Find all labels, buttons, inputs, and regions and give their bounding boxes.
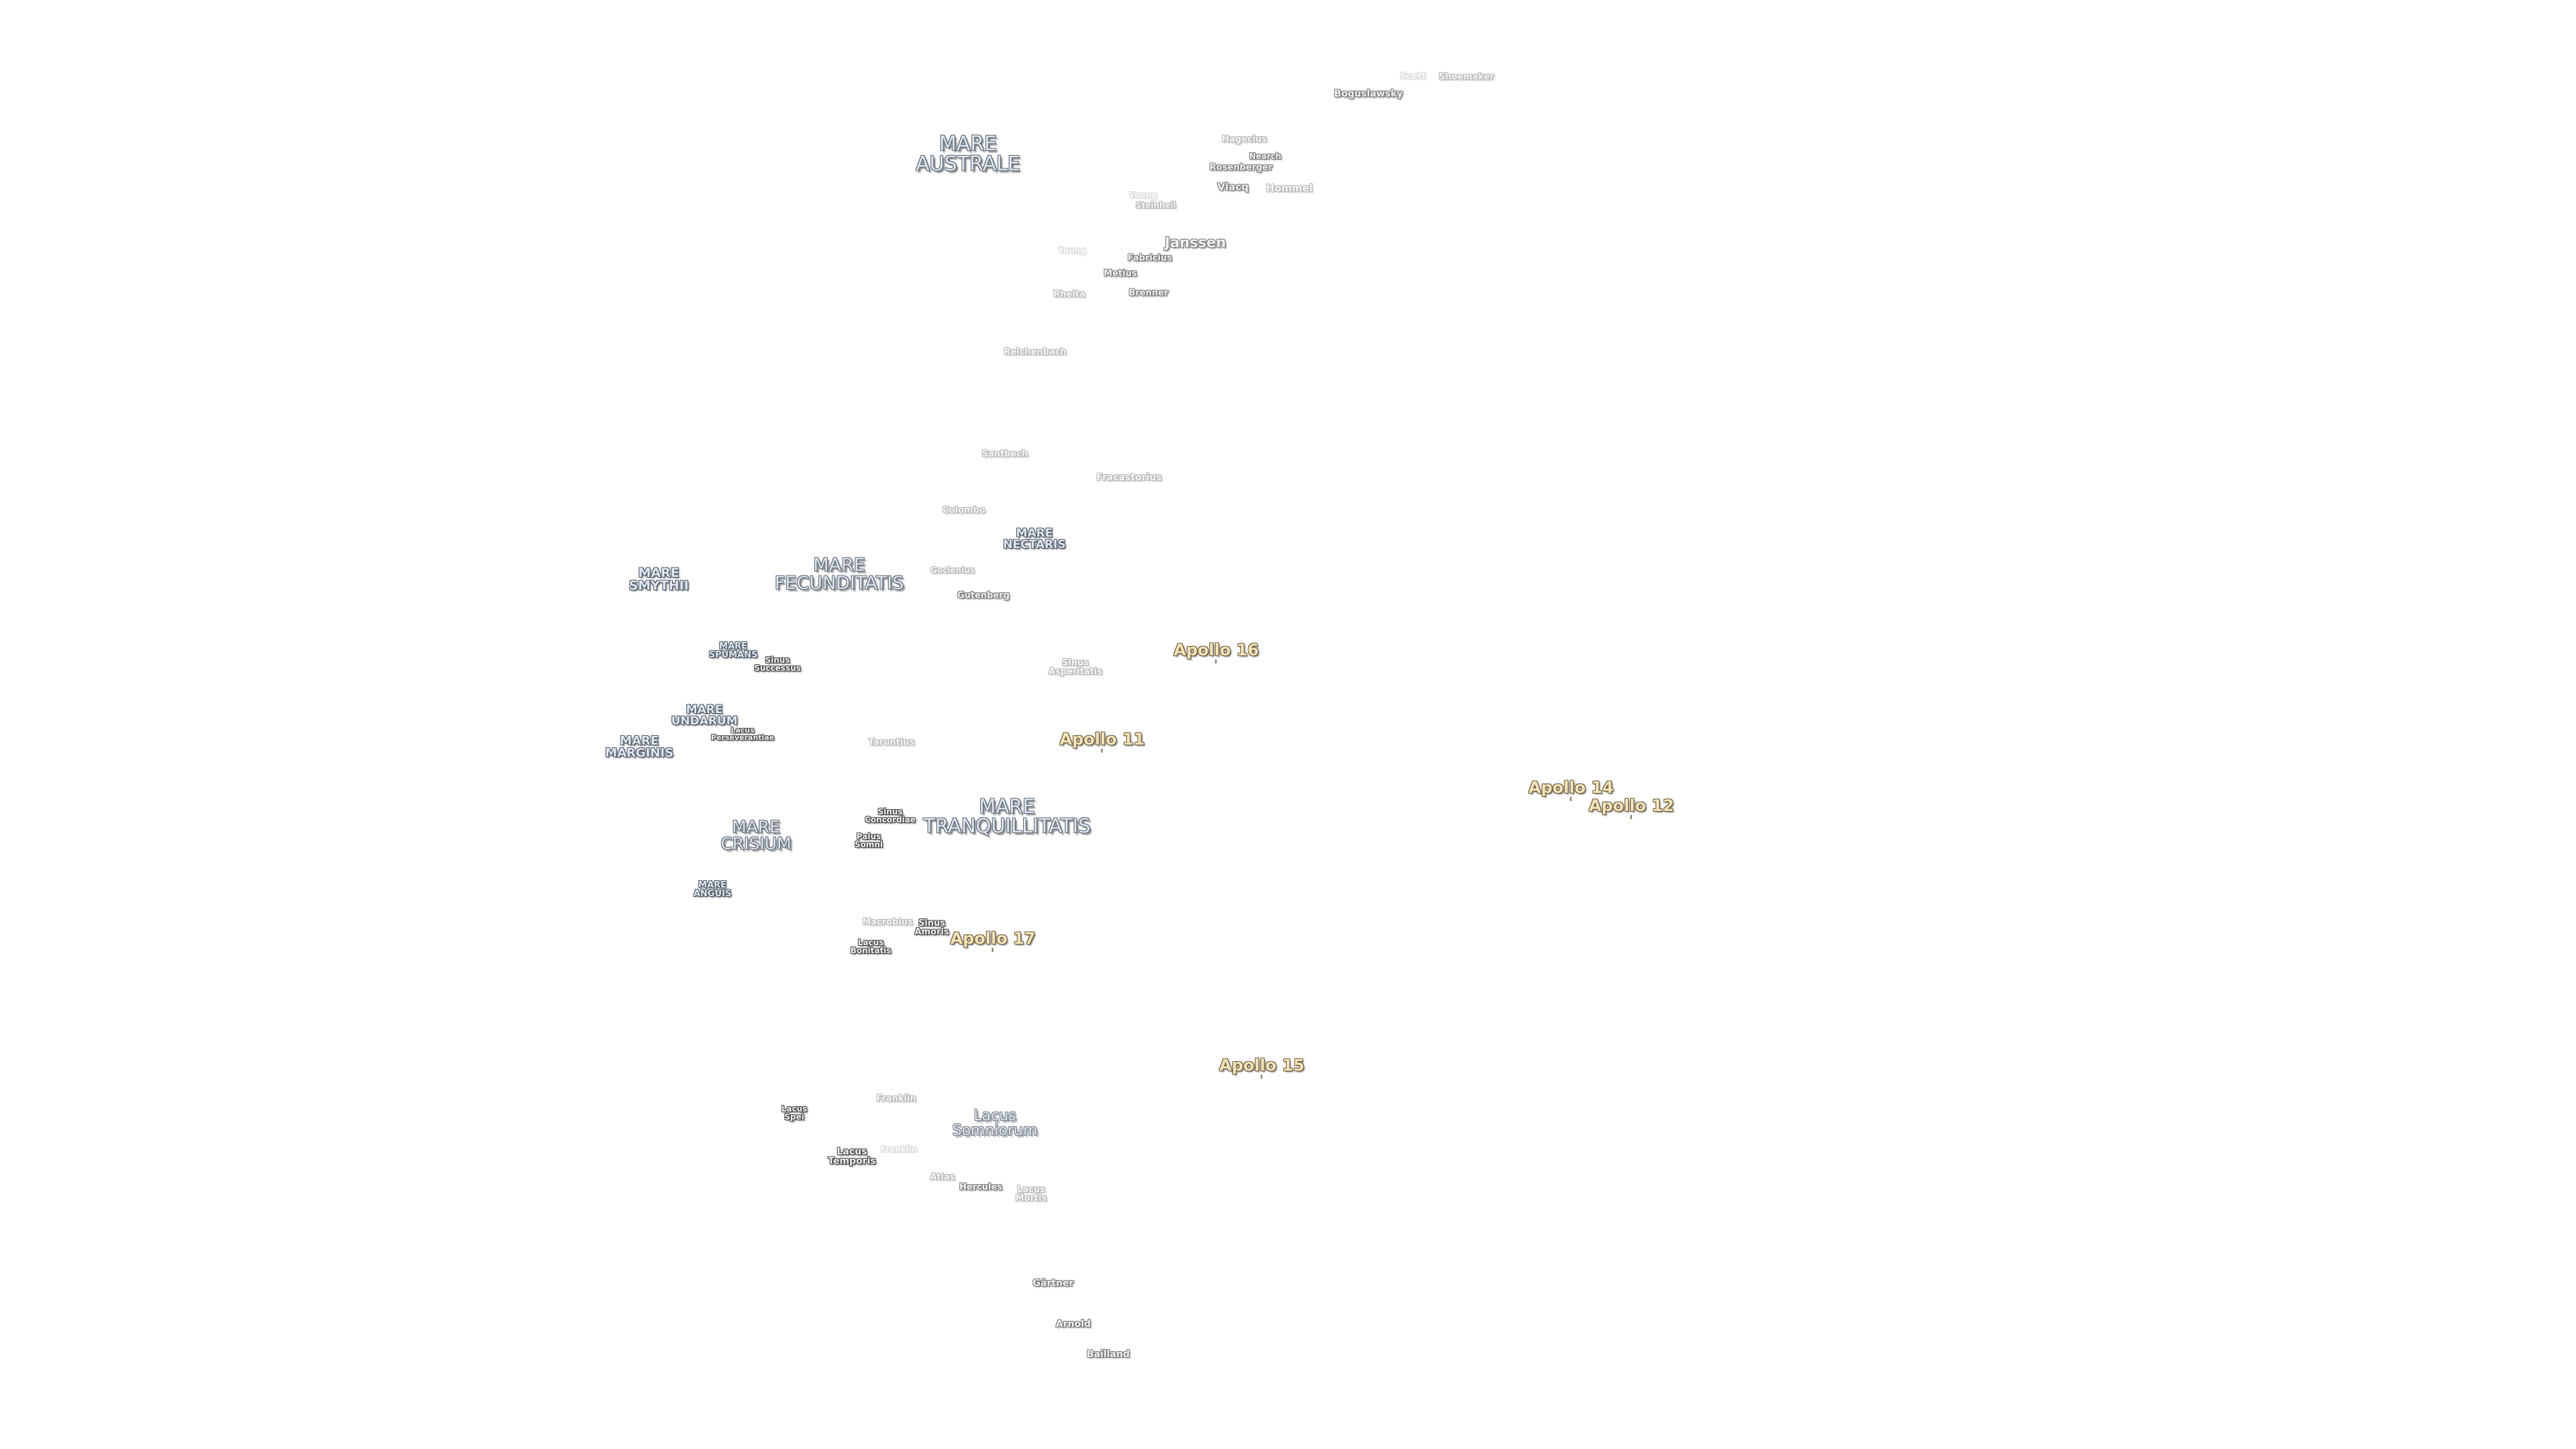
apollo-16-marker[interactable]: Apollo 16: [1173, 641, 1259, 663]
mare-tranquillitatis-label: MARE TRANQUILLITATIS: [923, 795, 1091, 837]
hagecius-label: Hagecius: [1222, 134, 1267, 145]
fabricius-label: Fabricius: [1127, 253, 1173, 264]
apollo-11-tick: [1102, 749, 1103, 753]
mare-nectaris-label: MARE NECTARIS: [1003, 527, 1066, 551]
sinus-asperitatis-label: Sinus Asperitatis: [1048, 658, 1103, 677]
apollo-11-marker[interactable]: Apollo 11: [1059, 730, 1145, 753]
franklin-label: Franklin: [876, 1093, 916, 1104]
franklin-2-label: Franklin: [880, 1144, 918, 1154]
sinus-successus-label: Sinus Successus: [754, 655, 801, 673]
sinus-amoris-label: Sinus Amoris: [914, 918, 949, 937]
palus-somni-label: Palus Somni: [854, 832, 883, 849]
apollo-12-marker[interactable]: Apollo 12: [1589, 796, 1674, 819]
apollo-15-tick: [1261, 1075, 1263, 1079]
apollo-15-label: Apollo 15: [1219, 1056, 1305, 1075]
young-2-label: Young: [1058, 246, 1086, 255]
rheita-label: Rheita: [1053, 289, 1085, 300]
lacus-somniorum-label: Lacus Somniorum: [952, 1108, 1038, 1139]
lacus-bonitatis-label: Lacus Bonitatis: [850, 938, 892, 955]
nearch-label: Nearch: [1249, 152, 1281, 161]
rosenberger-label: Rosenberger: [1210, 162, 1273, 173]
scott-label: Scott: [1399, 71, 1426, 82]
brenner-label: Brenner: [1128, 288, 1169, 299]
steinheil-label: Steinheil: [1135, 201, 1177, 210]
boguslawsky-label: Boguslawsky: [1334, 89, 1403, 99]
apollo-16-label: Apollo 16: [1173, 641, 1259, 659]
macrobius-label: Macrobius: [862, 917, 913, 928]
apollo-14-marker[interactable]: Apollo 14: [1528, 778, 1614, 801]
apollo-15-marker[interactable]: Apollo 15: [1219, 1056, 1305, 1079]
apollo-11-label: Apollo 11: [1059, 730, 1145, 749]
colombo-label: Colombo: [943, 505, 985, 516]
apollo-17-marker[interactable]: Apollo 17: [950, 929, 1036, 952]
goclenius-label: Goclenius: [930, 566, 975, 575]
reichenbach-label: Reichenbach: [1004, 347, 1067, 358]
fracastorius-label: Fracastorius: [1096, 472, 1162, 483]
shoemaker-label: Shoemaker: [1438, 72, 1495, 83]
mare-fecunditatis-label: MARE FECUNDITATIS: [774, 555, 904, 594]
apollo-12-label: Apollo 12: [1589, 796, 1674, 815]
bailland-label: Bailland: [1087, 1349, 1130, 1360]
young-label: Young: [1129, 191, 1157, 200]
mare-australe-label: MARE AUSTRALE: [916, 132, 1020, 176]
lacus-spei-label: Lacus Spei: [781, 1104, 808, 1122]
mare-smythii-label: MARE SMYTHII: [629, 566, 689, 593]
mare-undarum-label: MARE UNDARUM: [671, 703, 738, 728]
gartner-label: Gärtner: [1032, 1278, 1074, 1289]
apollo-16-tick: [1216, 659, 1217, 663]
lacus-temporis-label: Lacus Temporis: [828, 1146, 876, 1167]
apollo-14-tick: [1570, 797, 1572, 801]
lacus-perseverantiae-label: Lacus Perseverantiae: [710, 726, 775, 742]
hercules-label: Hercules: [959, 1182, 1003, 1193]
arnold-label: Arnold: [1055, 1319, 1091, 1330]
apollo-14-label: Apollo 14: [1528, 778, 1614, 797]
mare-anguis-label: MARE ANGUIS: [693, 880, 732, 899]
mare-crisium-label: MARE CRISIUM: [720, 817, 792, 853]
janssen-label: Janssen: [1165, 234, 1226, 251]
atlas-label: Atlas: [930, 1172, 955, 1183]
taruntius-label: Taruntius: [868, 737, 915, 748]
santbech-label: Santbech: [981, 449, 1028, 460]
sinus-concordiae-label: Sinus Concordiae: [865, 807, 916, 824]
lacus-mortis-label: Lacus Mortis: [1015, 1185, 1047, 1203]
vlacq-label: Vlacq: [1217, 180, 1249, 193]
mare-marginis-label: MARE MARGINIS: [605, 734, 674, 760]
mare-spumans-label: MARE SPUMANS: [708, 641, 758, 660]
apollo-12-tick: [1631, 815, 1632, 819]
metius-label: Metius: [1104, 268, 1137, 279]
apollo-17-label: Apollo 17: [950, 929, 1036, 948]
gutenberg-label: Gutenberg: [957, 590, 1010, 601]
hommel-label: Hommel: [1266, 182, 1313, 195]
apollo-17-tick: [992, 948, 994, 952]
